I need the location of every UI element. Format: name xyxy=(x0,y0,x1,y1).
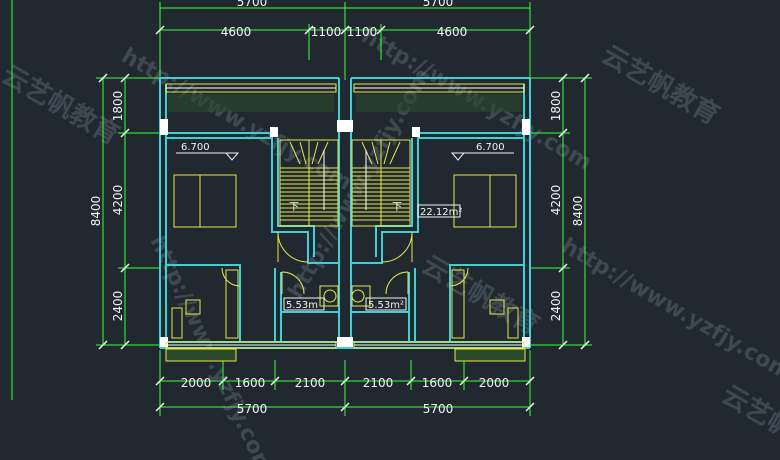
furniture xyxy=(171,174,519,339)
dim-bottom-inner: 1600 xyxy=(422,376,453,390)
stair-left xyxy=(279,139,339,227)
dim-left-inner: 4200 xyxy=(111,185,125,216)
dim-bottom-inner: 2000 xyxy=(181,376,212,390)
dim-left-inner: 1800 xyxy=(111,91,125,122)
dim-top-inner: 4600 xyxy=(221,25,252,39)
bath-area-label-right: 5.53m² xyxy=(368,300,404,311)
dim-bottom-inner: 2100 xyxy=(295,376,326,390)
watermark-brand: 云艺帆教育 xyxy=(417,249,545,341)
dim-bottom-outer: 5700 xyxy=(423,402,454,416)
dim-top-inner: 1100 xyxy=(311,25,342,39)
dim-top-outer: 5700 xyxy=(237,0,268,9)
stair-down-label-left: 下 xyxy=(289,202,299,213)
dim-top-inner: 4600 xyxy=(437,25,468,39)
floor-level-right: 6.700 xyxy=(476,142,505,153)
balcony-hatching xyxy=(165,83,526,362)
dim-bottom-outer: 5700 xyxy=(237,402,268,416)
room-area-label: 22.12m² xyxy=(420,207,462,218)
dim-right-inner: 2400 xyxy=(549,291,563,322)
bath-area-label-left: 5.53m xyxy=(286,300,318,311)
watermark-layer: http://www.yzfjy.com http://www.yzfjy.co… xyxy=(0,24,780,460)
dim-right-inner: 1800 xyxy=(549,91,563,122)
watermark-brand: 云艺帆教育 xyxy=(597,39,725,131)
dim-top-outer: 5700 xyxy=(423,0,454,9)
floor-level-left: 6.700 xyxy=(181,142,210,153)
columns xyxy=(160,119,530,347)
dim-bottom-inner: 1600 xyxy=(235,376,266,390)
dim-left-total: 8400 xyxy=(89,196,103,227)
dim-bottom-inner: 2000 xyxy=(479,376,510,390)
watermark-url: http://www.yzfjy.com xyxy=(117,44,356,196)
bath-area-box-right xyxy=(365,297,407,311)
dim-left-inner: 2400 xyxy=(111,291,125,322)
watermark-url: http://www.yzfjy.com xyxy=(557,234,780,386)
dimension-ticks xyxy=(98,25,590,412)
watermark-brand: 云艺帆教育 xyxy=(717,379,780,460)
level-markers xyxy=(176,152,514,161)
area-label-box xyxy=(417,204,461,218)
stair-down-label-right: 下 xyxy=(392,202,402,213)
dim-right-inner: 4200 xyxy=(549,185,563,216)
dim-right-total: 8400 xyxy=(571,196,585,227)
dimension-labels: 5700 5700 4600 1100 1100 4600 2000 1600 … xyxy=(89,0,585,416)
dim-bottom-inner: 2100 xyxy=(363,376,394,390)
watermark-brand: 云艺帆教育 xyxy=(0,59,125,151)
stair-right xyxy=(351,139,411,227)
bath-area-box-left xyxy=(283,297,325,311)
dim-top-inner: 1100 xyxy=(347,25,378,39)
